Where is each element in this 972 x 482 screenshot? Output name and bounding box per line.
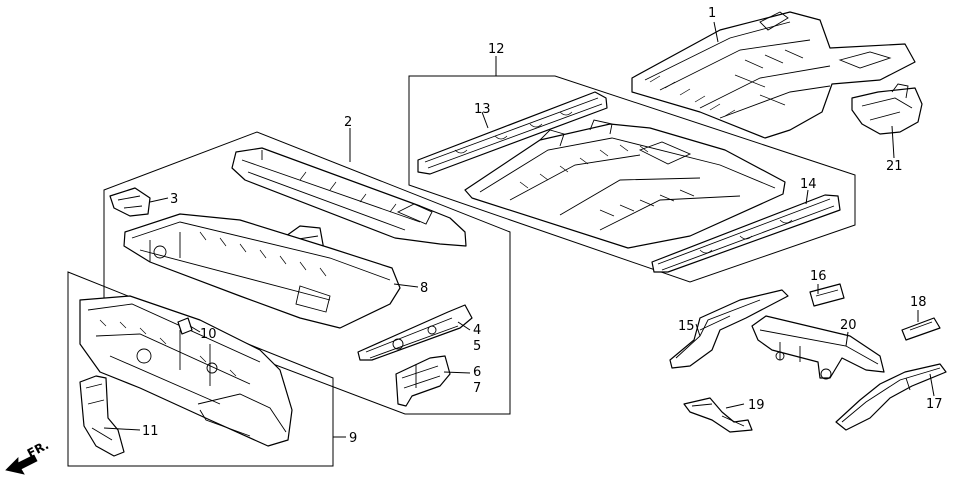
callout-11: 11 xyxy=(142,424,159,439)
callout-9: 9 xyxy=(349,431,357,446)
callout-19: 19 xyxy=(748,398,765,413)
callout-5: 5 xyxy=(473,339,481,354)
part-15-rail xyxy=(669,289,789,369)
part-2-cowl-upper xyxy=(231,147,467,247)
part-18-plate xyxy=(901,317,941,341)
part-rear-floor xyxy=(631,11,916,139)
callout-12: 12 xyxy=(488,42,505,57)
part-19-bracket xyxy=(683,397,753,433)
callout-3: 3 xyxy=(170,192,178,207)
part-12-front-floor xyxy=(464,119,786,249)
part-13-sill xyxy=(417,91,608,175)
callout-4: 4 xyxy=(473,323,481,338)
callout-1: 1 xyxy=(708,6,716,21)
callout-15: 15 xyxy=(678,319,695,334)
part-8-dashboard-upper xyxy=(123,213,401,329)
callout-17: 17 xyxy=(926,397,943,412)
part-17-rail xyxy=(835,363,947,431)
callout-18: 18 xyxy=(910,295,927,310)
part-9-dashboard-lower xyxy=(79,295,293,447)
callout-13: 13 xyxy=(474,102,491,117)
callout-21: 21 xyxy=(886,159,903,174)
callout-10: 10 xyxy=(200,327,217,342)
part-4-5-brace xyxy=(357,304,473,361)
part-20-crossmember xyxy=(751,315,885,380)
part-14-sill xyxy=(651,194,841,273)
callout-6: 6 xyxy=(473,365,481,380)
callout-16: 16 xyxy=(810,269,827,284)
part-21-bracket xyxy=(851,83,923,135)
part-11-side-panel xyxy=(79,375,125,457)
arrow-front-icon xyxy=(5,454,38,475)
callout-8: 8 xyxy=(420,281,428,296)
callout-14: 14 xyxy=(800,177,817,192)
callout-2: 2 xyxy=(344,115,352,130)
part-3-gusset xyxy=(109,187,151,217)
group-box-12 xyxy=(408,75,856,283)
front-direction-indicator: FR. xyxy=(5,438,51,475)
callout-20: 20 xyxy=(840,318,857,333)
front-direction-label: FR. xyxy=(25,438,51,461)
part-6-7-bracket xyxy=(395,355,451,407)
part-10-clip xyxy=(177,317,193,335)
part-16-plate xyxy=(809,283,845,307)
leader-lines xyxy=(103,21,935,438)
callout-7: 7 xyxy=(473,381,481,396)
